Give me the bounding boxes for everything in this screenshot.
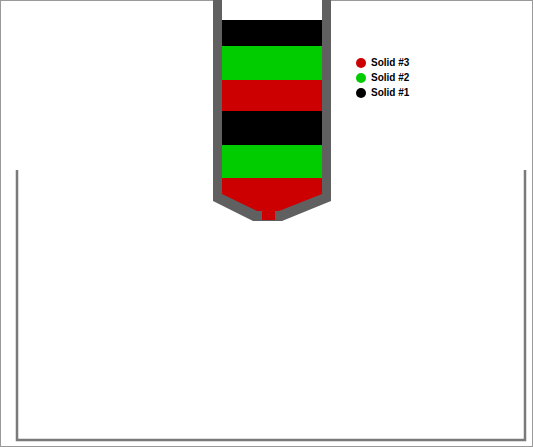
legend-swatch — [356, 58, 366, 68]
outlet-flow — [262, 208, 275, 220]
legend-swatch — [356, 88, 366, 98]
legend-entry: Solid #2 — [356, 70, 409, 85]
solid-layers — [222, 0, 322, 218]
legend-label: Solid #1 — [371, 87, 409, 99]
tube-wall — [213, 0, 331, 221]
legend-entry: Solid #1 — [356, 85, 409, 100]
legend: Solid #3 Solid #2 Solid #1 — [356, 55, 409, 100]
container — [17, 170, 525, 440]
legend-entry: Solid #3 — [356, 55, 409, 70]
legend-swatch — [356, 73, 366, 83]
legend-label: Solid #3 — [371, 57, 409, 69]
legend-label: Solid #2 — [371, 72, 409, 84]
